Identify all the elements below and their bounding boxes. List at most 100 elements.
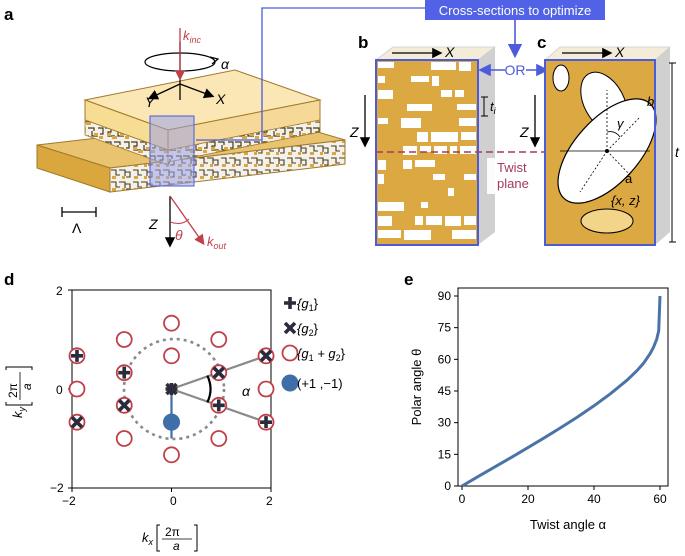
e-series-line — [461, 295, 662, 488]
b-pattern-cell — [441, 90, 452, 97]
lambda-label: Λ — [72, 220, 82, 236]
d-plus-marker — [284, 297, 296, 309]
svg-text:2π: 2π — [165, 525, 180, 539]
k-out-arrow — [169, 195, 205, 246]
e-xtick-label: 20 — [521, 492, 535, 506]
b-pattern-cell — [378, 76, 385, 83]
d-dot-marker — [281, 374, 299, 392]
e-xtick-label: 40 — [587, 492, 601, 506]
z-label-b: Z — [349, 124, 359, 140]
b-pattern-cell — [464, 216, 476, 225]
panel-label-d: d — [4, 270, 14, 289]
d-plus-marker — [260, 416, 273, 429]
k-out-label: kout — [207, 234, 227, 251]
b-pattern-cell — [378, 90, 393, 99]
legend-item-g1: {g1} — [297, 296, 319, 313]
e-ylabel: Polar angle θ — [409, 349, 424, 426]
d-ring-marker — [115, 331, 133, 348]
d-cross-marker — [117, 399, 131, 412]
b-pattern-cell — [434, 146, 447, 154]
b-pattern-cell — [431, 62, 456, 70]
d-legend: {g1} {g2} {g1 + g2} (+1 ,−1) — [281, 296, 346, 392]
svg-text:2π: 2π — [6, 383, 20, 398]
z-label-a: Z — [148, 216, 158, 232]
alpha-label-d: α — [242, 383, 251, 399]
d-ring-marker — [163, 347, 180, 365]
d-plus-marker — [212, 399, 225, 412]
svg-text:a: a — [173, 539, 180, 553]
e-ytick-label: 30 — [438, 416, 452, 430]
d-cross-marker — [212, 366, 226, 379]
b-pattern-cell — [378, 202, 404, 211]
b-pattern-cell — [403, 146, 417, 155]
z-label-c: Z — [519, 124, 529, 140]
b-pattern-cell — [455, 90, 464, 97]
legend-item-g1-plus-g2: {g1 + g2} — [297, 346, 346, 363]
b-pattern-cell — [460, 146, 476, 154]
b-pattern-cell — [407, 104, 432, 111]
b-pattern-cell — [457, 104, 476, 110]
b-pattern-cell — [411, 76, 429, 82]
b-pattern-cell — [461, 132, 476, 140]
cross-sections-banner — [425, 0, 605, 20]
d-xtick-2: 2 — [266, 494, 273, 508]
d-plus-marker — [70, 349, 83, 362]
b-pattern-cell — [445, 216, 461, 226]
y-label-a: Y — [145, 94, 156, 110]
b-pattern-cell — [415, 160, 435, 167]
theta-label-a: θ — [175, 227, 183, 243]
e-ytick-label: 15 — [438, 447, 452, 461]
t-i-label: ti — [490, 99, 497, 116]
b-label: b — [647, 94, 654, 109]
b-pattern-cell — [378, 230, 401, 238]
d-cross-marker — [70, 415, 84, 429]
d-ring-marker — [281, 344, 299, 362]
b-pattern-cell — [433, 174, 445, 180]
d-plus-marker — [118, 366, 131, 379]
d-ytick-1: 0 — [56, 383, 63, 397]
or-label: OR — [505, 62, 526, 78]
a-label: a — [625, 171, 633, 186]
x-label-b: X — [444, 44, 455, 60]
b-pattern-cell — [415, 216, 423, 225]
d-cross-marker — [165, 382, 178, 396]
d-cross-marker — [259, 349, 273, 363]
panel-c-cross-section — [543, 46, 672, 246]
b-pattern-cell — [401, 118, 421, 128]
alpha-label-a: α — [221, 56, 230, 72]
b-pattern-cell — [431, 132, 458, 142]
e-ytick-label: 75 — [438, 321, 452, 335]
svg-text:kx: kx — [142, 530, 154, 547]
x-axis-arrow-a — [179, 83, 215, 99]
d-xlabel: kx 2π a — [142, 524, 198, 553]
d-ring-marker — [210, 331, 228, 348]
legend-item-diffraction: (+1 ,−1) — [297, 376, 343, 391]
d-ring-marker — [210, 430, 228, 447]
b-pattern-cell — [378, 118, 388, 124]
gamma-label: γ — [617, 116, 625, 131]
svg-text:a: a — [20, 383, 34, 390]
legend-item-g2: {g2} — [297, 321, 319, 338]
e-xtick-label: 60 — [653, 492, 667, 506]
b-pattern-cell — [420, 146, 431, 152]
d-ring-marker — [163, 446, 180, 464]
b-pattern-cell — [404, 230, 431, 240]
e-ytick-label: 60 — [438, 352, 452, 366]
b-pattern-cell — [450, 146, 457, 154]
panel-label-b: b — [358, 33, 368, 52]
d-xtick-0: −2 — [62, 494, 76, 508]
y-axis-arrow-a — [147, 83, 181, 100]
panel-label-c: c — [537, 33, 546, 52]
b-pattern-cell — [459, 62, 471, 71]
d-ring-marker — [163, 314, 180, 332]
t-label: t — [675, 144, 680, 160]
b-pattern-cell — [378, 62, 394, 68]
e-ytick-label: 90 — [438, 289, 452, 303]
e-xtick-label: 0 — [459, 492, 466, 506]
e-ytick-label: 0 — [444, 479, 451, 493]
b-pattern-cell — [378, 160, 386, 170]
x-label-c: X — [614, 44, 625, 60]
d-alpha-arc — [206, 375, 212, 403]
